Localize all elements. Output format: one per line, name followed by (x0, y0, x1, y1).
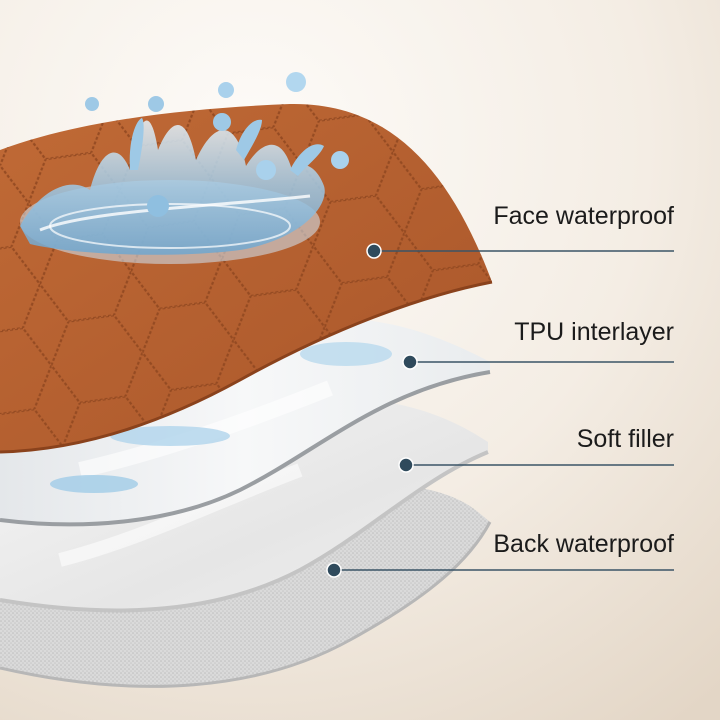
marker-dot-filler (398, 457, 414, 473)
layer-soft-filler (0, 398, 489, 613)
water-drop-icon (147, 195, 169, 217)
marker-dot-face (366, 243, 382, 259)
water-drop-icon (148, 96, 164, 112)
label-back-waterproof: Back waterproof (493, 530, 674, 558)
water-drop-icon (286, 72, 306, 92)
water-drop-icon (50, 475, 138, 493)
marker-dots (326, 243, 418, 578)
water-splash-icon (20, 72, 349, 264)
water-drop-icon (85, 97, 99, 111)
label-tpu-interlayer: TPU interlayer (514, 318, 674, 346)
layer-tpu-interlayer (0, 318, 491, 527)
marker-dot-back (326, 562, 342, 578)
water-drop-icon (213, 113, 231, 131)
marker-dot-tpu (402, 354, 418, 370)
label-face-waterproof: Face waterproof (493, 202, 674, 230)
leader-lines (334, 250, 674, 571)
water-drop-icon (218, 82, 234, 98)
water-drop-icon (300, 342, 392, 366)
water-drop-icon (256, 160, 276, 180)
label-soft-filler: Soft filler (576, 425, 674, 453)
water-drop-icon (110, 426, 230, 446)
water-drop-icon (331, 151, 349, 169)
